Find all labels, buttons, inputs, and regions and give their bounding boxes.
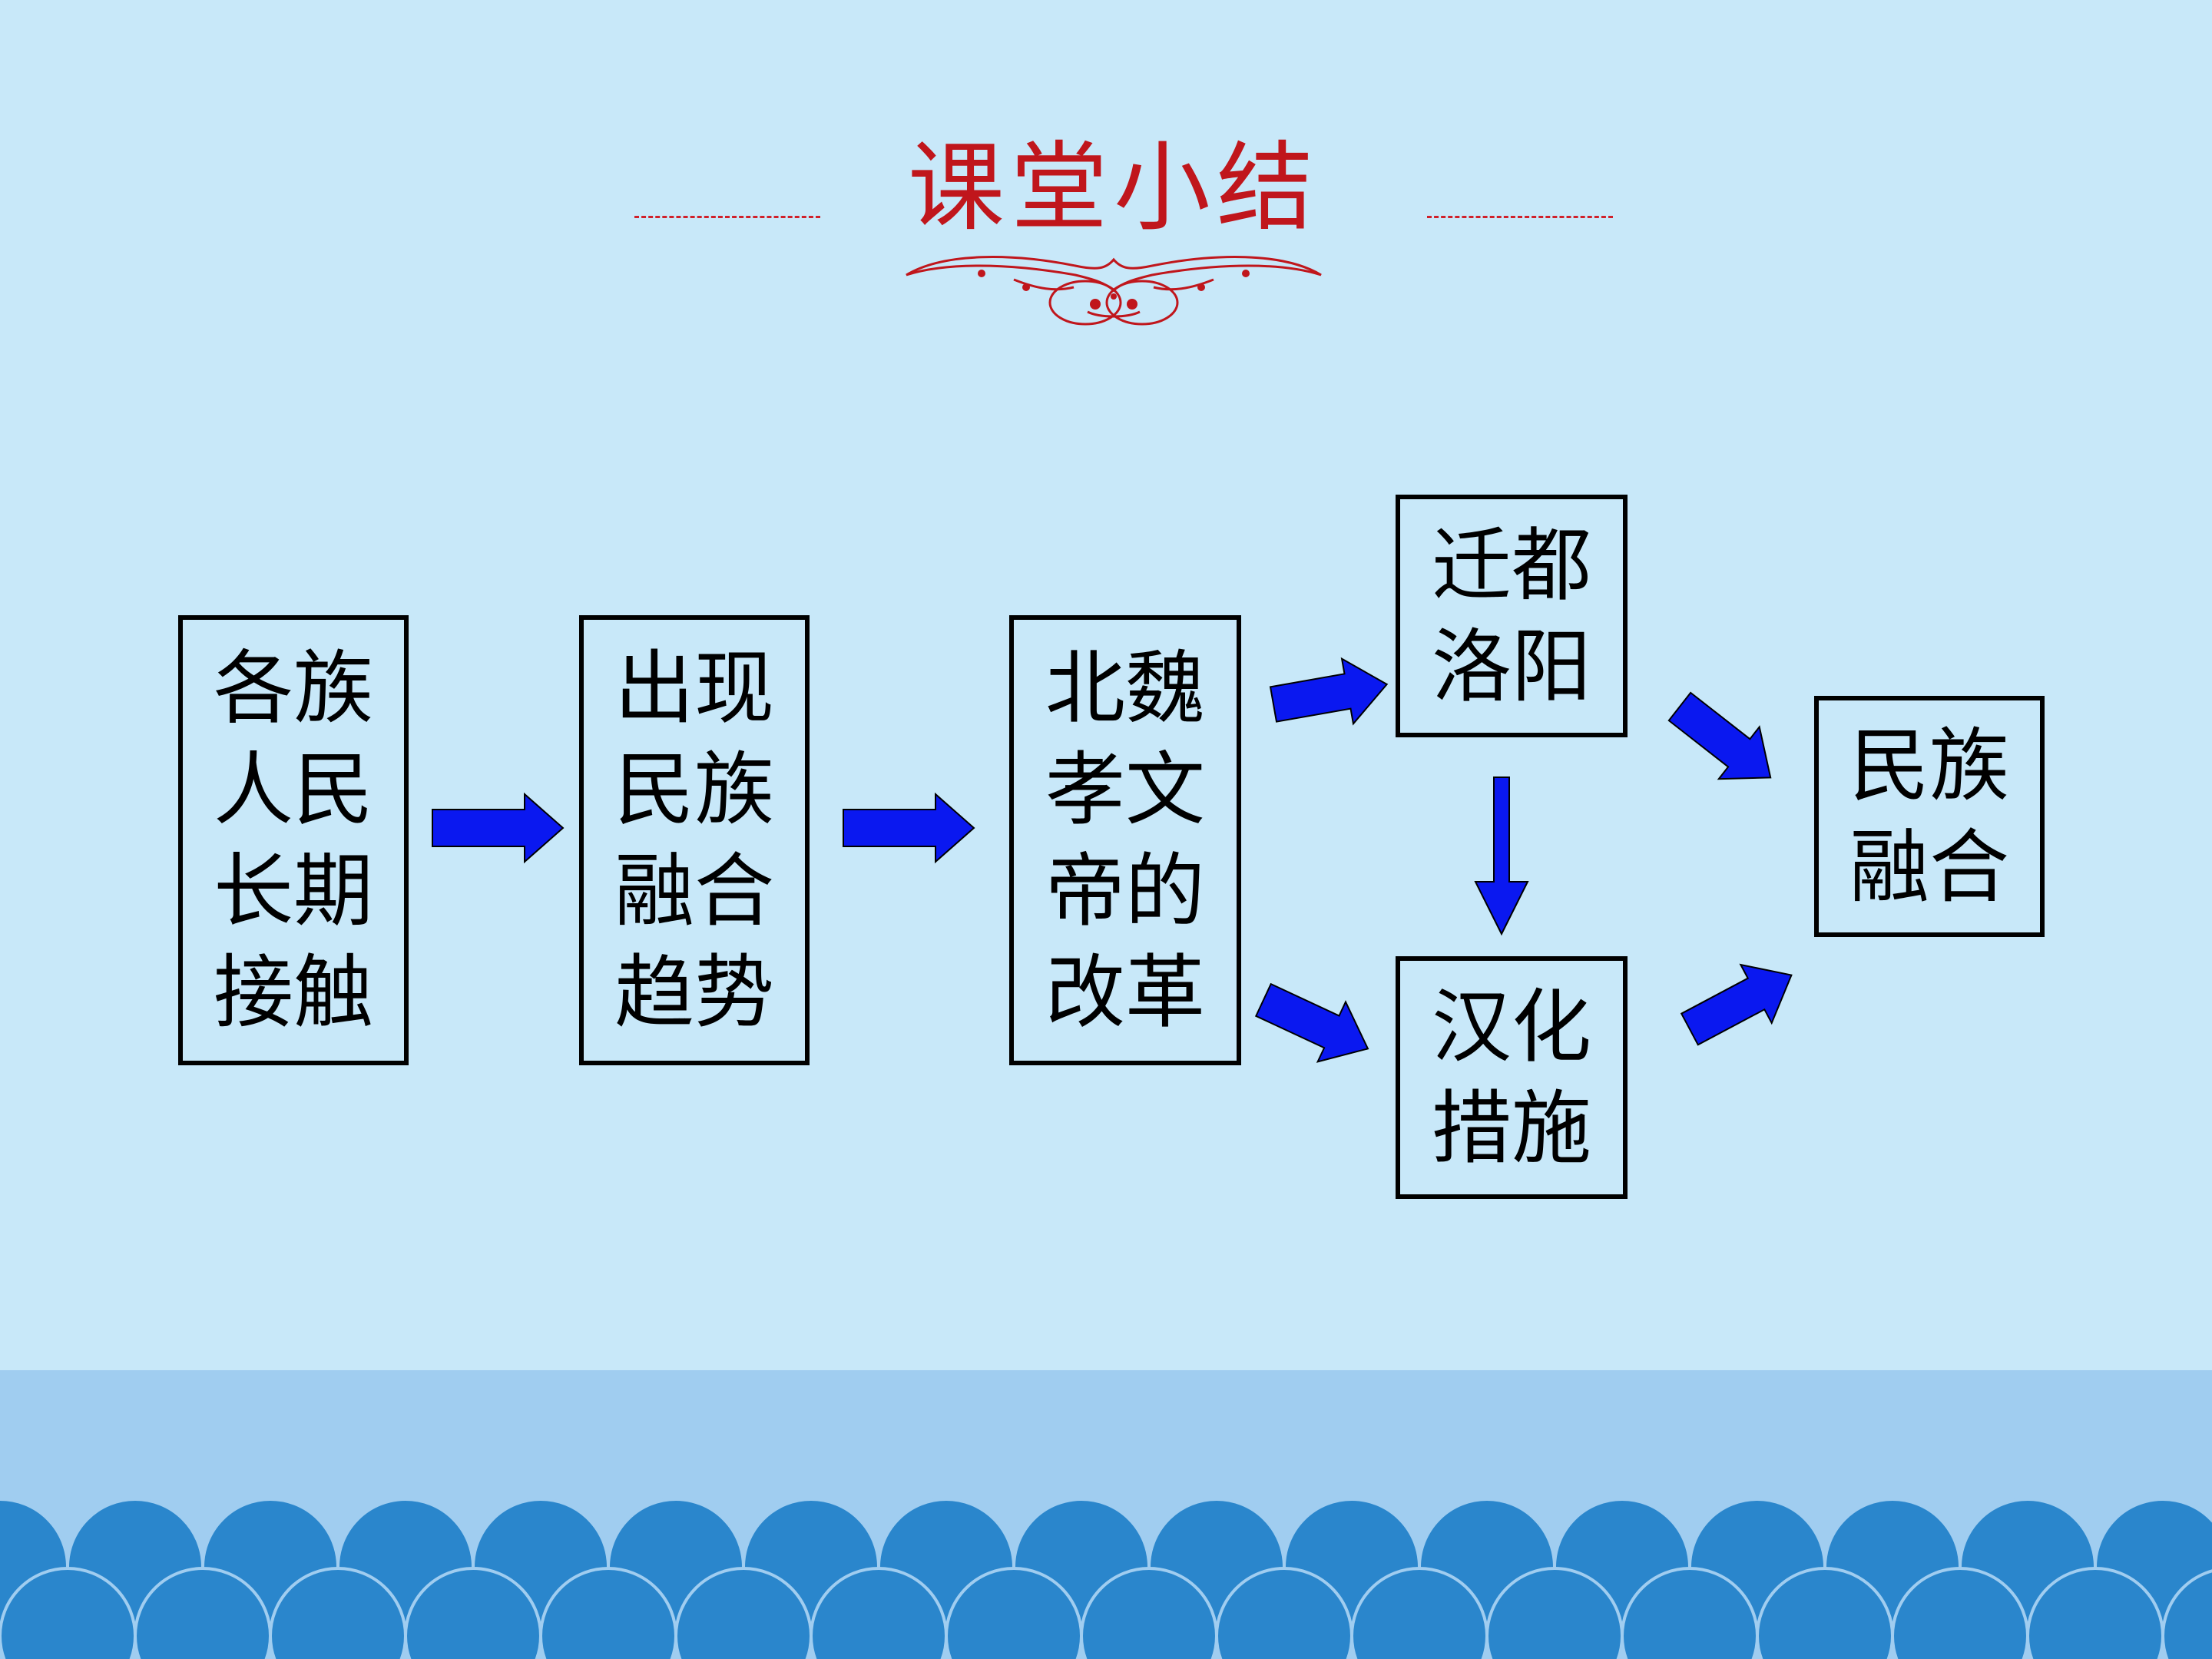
decorative-wave-pattern	[0, 1498, 2212, 1659]
flow-node-fusion: 民族融合	[1814, 696, 2045, 937]
title-dashed-rule-right	[1427, 216, 1613, 218]
flow-node-fusion-text: 民族融合	[1849, 719, 2010, 914]
wave-scallop	[2161, 1569, 2212, 1659]
arrow-contact-to-trend	[432, 792, 565, 864]
flow-node-contact: 各族人民长期接触	[178, 615, 409, 1065]
arrow-capital-to-fusion	[1667, 691, 1772, 780]
flow-node-trend-text: 出现民族融合趋势	[614, 641, 775, 1039]
flow-node-trend: 出现民族融合趋势	[579, 615, 810, 1065]
arrow-reform-to-sinicize	[1254, 982, 1369, 1063]
flow-node-capital: 迁都洛阳	[1396, 495, 1628, 737]
title-dashed-rule-left	[634, 216, 820, 218]
arrow-reform-to-capital	[1269, 657, 1389, 726]
flow-node-reform: 北魏孝文帝的改革	[1009, 615, 1241, 1065]
flow-node-sinicize-text: 汉化措施	[1432, 980, 1592, 1175]
flow-node-capital-text: 迁都洛阳	[1432, 518, 1592, 714]
flow-arrows	[432, 657, 1793, 1063]
flow-node-sinicize: 汉化措施	[1396, 956, 1628, 1199]
arrow-sinicize-to-fusion	[1680, 963, 1793, 1046]
arrow-capital-to-sinicize	[1474, 777, 1529, 936]
title-flourish-ornament	[906, 256, 1322, 326]
arrow-trend-to-reform	[843, 792, 975, 864]
flow-node-contact-text: 各族人民长期接触	[214, 641, 374, 1039]
slide-title: 课堂小结	[908, 131, 1320, 244]
flow-node-reform-text: 北魏孝文帝的改革	[1045, 641, 1206, 1039]
